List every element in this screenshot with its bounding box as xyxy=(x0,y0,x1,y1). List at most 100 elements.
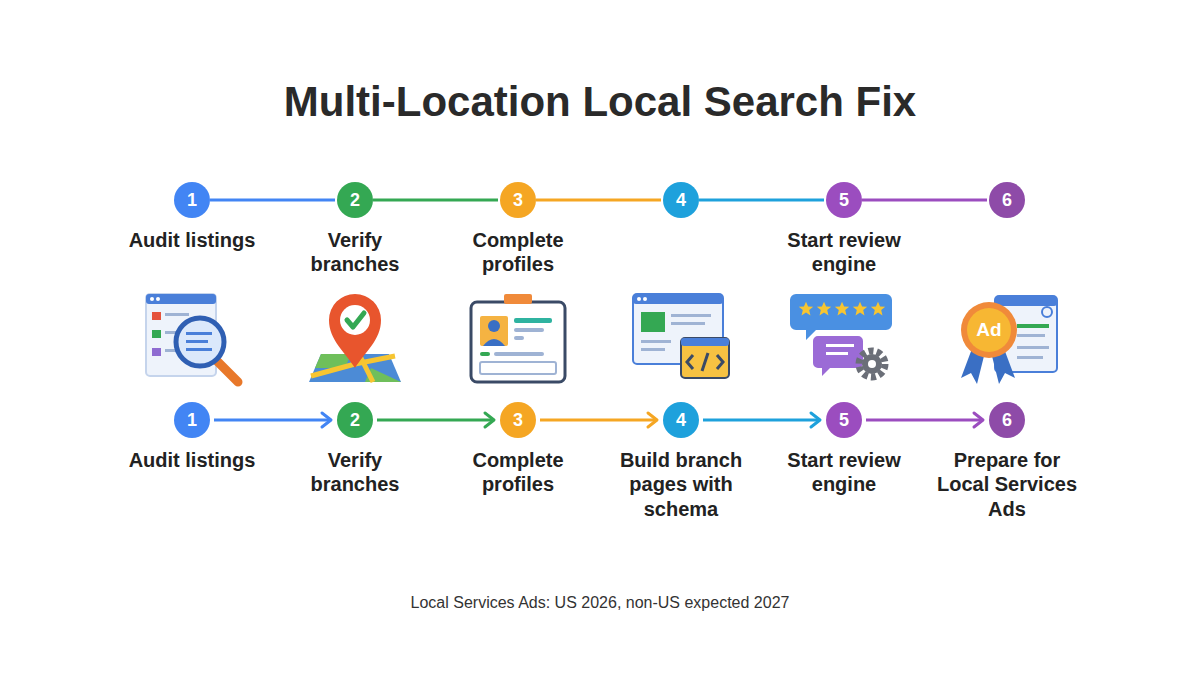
profile-card-icon-part xyxy=(480,316,508,346)
connector-line xyxy=(377,419,494,422)
branch-page-icon-part xyxy=(641,312,665,332)
review-engine-icon-part xyxy=(817,302,831,316)
step-label: Verify branches xyxy=(283,448,427,497)
step-number: 2 xyxy=(350,411,360,429)
step-number: 3 xyxy=(513,411,523,429)
arrow-head xyxy=(811,413,820,427)
profile-card-icon-part xyxy=(494,352,544,356)
ads-badge-icon-part xyxy=(1017,346,1049,349)
arrow-head xyxy=(322,413,331,427)
step-circle: 5Start review engine xyxy=(826,182,862,218)
step-circle: 3Complete profiles xyxy=(500,402,536,438)
audit-icon-part xyxy=(186,348,212,351)
branch-page-icon-part xyxy=(717,355,723,369)
audit-icon-part xyxy=(146,294,216,304)
step-label: Audit listings xyxy=(120,228,264,252)
audit-icon-part xyxy=(152,312,161,320)
timeline-line xyxy=(699,200,824,201)
audit-icon-part xyxy=(176,318,224,366)
profile-card-icon-part xyxy=(471,302,565,382)
step-label: Complete profiles xyxy=(446,228,590,277)
branch-page-icon-part xyxy=(641,340,671,343)
connector-line xyxy=(540,419,657,422)
profile-card-icon-part xyxy=(514,318,552,323)
audit-icon-part xyxy=(216,360,238,382)
audit-icon xyxy=(146,294,238,382)
step-label: Prepare for Local Services Ads xyxy=(935,448,1079,521)
step-number: 6 xyxy=(1002,191,1012,209)
review-engine-icon-part xyxy=(853,302,867,316)
profile-card-icon-part xyxy=(514,328,544,332)
flow-arrow xyxy=(377,413,494,427)
step-circle: 3Complete profiles xyxy=(500,182,536,218)
arrow-head xyxy=(974,413,983,427)
review-engine-icon-part xyxy=(859,351,885,377)
flow-arrow xyxy=(540,413,657,427)
branch-page-icon-part xyxy=(681,338,729,346)
audit-icon-part xyxy=(165,313,189,316)
profile-card-icon-part xyxy=(488,320,500,332)
timeline-line xyxy=(536,200,661,201)
step-label: Build branch pages with schema xyxy=(609,448,753,521)
flow-arrow xyxy=(866,413,983,427)
step-number: 5 xyxy=(839,411,849,429)
connector-line xyxy=(862,199,987,202)
connector-line xyxy=(373,199,498,202)
caption: Local Services Ads: US 2026, non-US expe… xyxy=(0,594,1200,612)
branch-page-icon-part xyxy=(637,297,641,301)
audit-icon-part xyxy=(150,297,154,301)
profile-card-icon-part xyxy=(480,362,556,374)
audit-icon-part xyxy=(152,348,161,356)
review-engine-icon-part xyxy=(826,352,848,355)
step-label: Verify branches xyxy=(283,228,427,277)
flow-arrow xyxy=(703,413,820,427)
ads-badge-icon-part xyxy=(961,302,1017,358)
step-label: Complete profiles xyxy=(446,448,590,497)
connector-line xyxy=(210,199,335,202)
branch-page-icon-part xyxy=(643,297,647,301)
flow-arrow xyxy=(214,413,331,427)
step-number: 3 xyxy=(513,191,523,209)
profile-card-icon-part xyxy=(504,294,532,304)
branch-page-icon-part xyxy=(671,322,705,325)
timeline-line xyxy=(210,200,335,201)
branch-page-icon-part xyxy=(681,338,729,378)
badge-label: Ad xyxy=(976,319,1001,341)
step-number: 4 xyxy=(676,411,686,429)
review-engine-icon-part xyxy=(826,344,854,347)
branch-page-icon-part xyxy=(702,353,708,371)
audit-icon-part xyxy=(156,297,160,301)
branch-page-icon xyxy=(633,294,729,378)
step-circle: 1Audit listings xyxy=(174,182,210,218)
step-label: Audit listings xyxy=(120,448,264,472)
profile-card-icon-part xyxy=(480,352,490,356)
timeline-line xyxy=(862,200,987,201)
step-circle: 6 xyxy=(989,182,1025,218)
audit-icon-part xyxy=(186,332,212,335)
connector-line xyxy=(536,199,661,202)
step-number: 6 xyxy=(1002,411,1012,429)
review-engine-icon-part xyxy=(813,336,863,376)
profile-card-icon-part xyxy=(514,336,524,340)
step-label: Start review engine xyxy=(772,448,916,497)
branch-page-icon-part xyxy=(641,348,665,351)
ads-badge-icon-part xyxy=(1017,356,1043,359)
profile-card-icon-part xyxy=(483,339,505,346)
ads-badge-icon-part xyxy=(995,296,1057,306)
diagram-title: Multi-Location Local Search Fix xyxy=(0,78,1200,126)
review-engine-icon-part xyxy=(868,360,876,368)
branch-page-icon-part xyxy=(687,355,693,369)
ads-badge-icon-part xyxy=(967,308,1011,352)
step-circle: 1Audit listings xyxy=(174,402,210,438)
review-engine-icon-part xyxy=(871,302,885,316)
arrow-head xyxy=(485,413,494,427)
map-pin-icon-part xyxy=(340,305,370,335)
branch-page-icon-part xyxy=(671,314,711,317)
map-pin-icon-part xyxy=(329,294,381,368)
review-engine-icon-part xyxy=(790,294,892,340)
audit-icon-part xyxy=(186,340,208,343)
connector-line xyxy=(214,419,331,422)
ads-badge-icon-part xyxy=(1017,324,1049,328)
review-engine-icon-part xyxy=(835,302,849,316)
